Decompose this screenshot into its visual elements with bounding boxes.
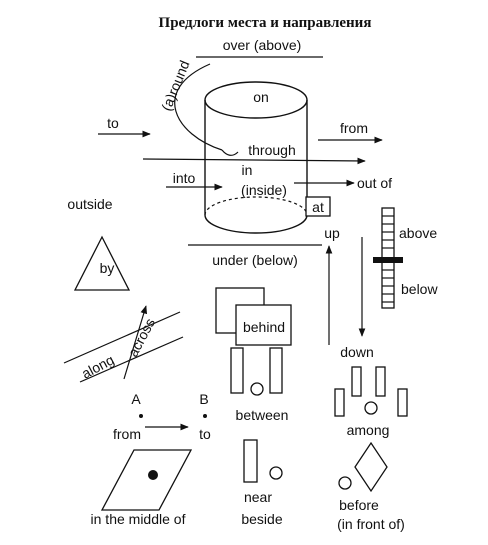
label-behind: behind <box>243 319 285 335</box>
point-a <box>139 414 143 418</box>
around-arc <box>174 63 223 151</box>
among-bar-3 <box>334 388 345 417</box>
point-b <box>203 414 207 418</box>
between-right-bar <box>269 347 283 394</box>
label-outside: outside <box>67 196 112 212</box>
label-point-b: B <box>199 391 208 407</box>
label-down: down <box>340 344 373 360</box>
among-bar-2 <box>375 366 386 397</box>
page-title: Предлоги места и направления <box>159 15 372 31</box>
label-up: up <box>324 225 340 241</box>
by-triangle <box>73 235 131 291</box>
label-below: below <box>401 281 438 297</box>
across-arrow <box>123 305 148 380</box>
label-inside: (inside) <box>241 182 287 198</box>
label-between: between <box>236 407 289 423</box>
label-near: near <box>244 489 272 505</box>
label-through: through <box>248 142 295 158</box>
between-left-bar <box>230 347 244 394</box>
label-under: under (below) <box>212 252 298 268</box>
label-in-front-of: (in front of) <box>337 516 405 532</box>
label-before: before <box>339 497 379 513</box>
ladder-scale <box>373 207 403 309</box>
label-in: in <box>242 162 253 178</box>
along-line-top <box>63 311 181 364</box>
label-among: among <box>347 422 390 438</box>
label-across: across <box>125 315 158 359</box>
among-bar-4 <box>397 388 408 417</box>
label-from-bottom: from <box>113 426 141 442</box>
label-along: along <box>79 351 117 381</box>
before-circle <box>338 476 352 490</box>
label-point-a: A <box>131 391 141 407</box>
through-curve <box>221 149 239 156</box>
middle-dot <box>148 470 158 480</box>
among-circle <box>364 401 378 415</box>
label-middle: in the middle of <box>91 511 186 527</box>
among-bar-1 <box>351 366 362 397</box>
between-circle <box>250 382 264 396</box>
label-beside: beside <box>241 511 282 527</box>
through-arrow <box>142 157 366 165</box>
middle-parallelogram <box>100 449 193 511</box>
label-on: on <box>253 89 269 105</box>
label-over: over (above) <box>223 37 302 53</box>
label-from-right: from <box>340 120 368 136</box>
label-out-of: out of <box>357 175 392 191</box>
at-box <box>305 196 331 217</box>
along-line-bottom <box>79 336 184 383</box>
before-diamond <box>354 441 388 493</box>
cylinder <box>204 81 308 234</box>
behind-front-box <box>235 304 292 346</box>
near-bar <box>243 439 258 483</box>
near-circle <box>269 466 283 480</box>
label-around: (a)round <box>158 58 193 113</box>
label-to-left: to <box>107 115 119 131</box>
label-to-bottom: to <box>199 426 211 442</box>
label-at: at <box>312 199 324 215</box>
label-by: by <box>100 260 115 276</box>
label-into: into <box>173 170 196 186</box>
label-above: above <box>399 225 437 241</box>
